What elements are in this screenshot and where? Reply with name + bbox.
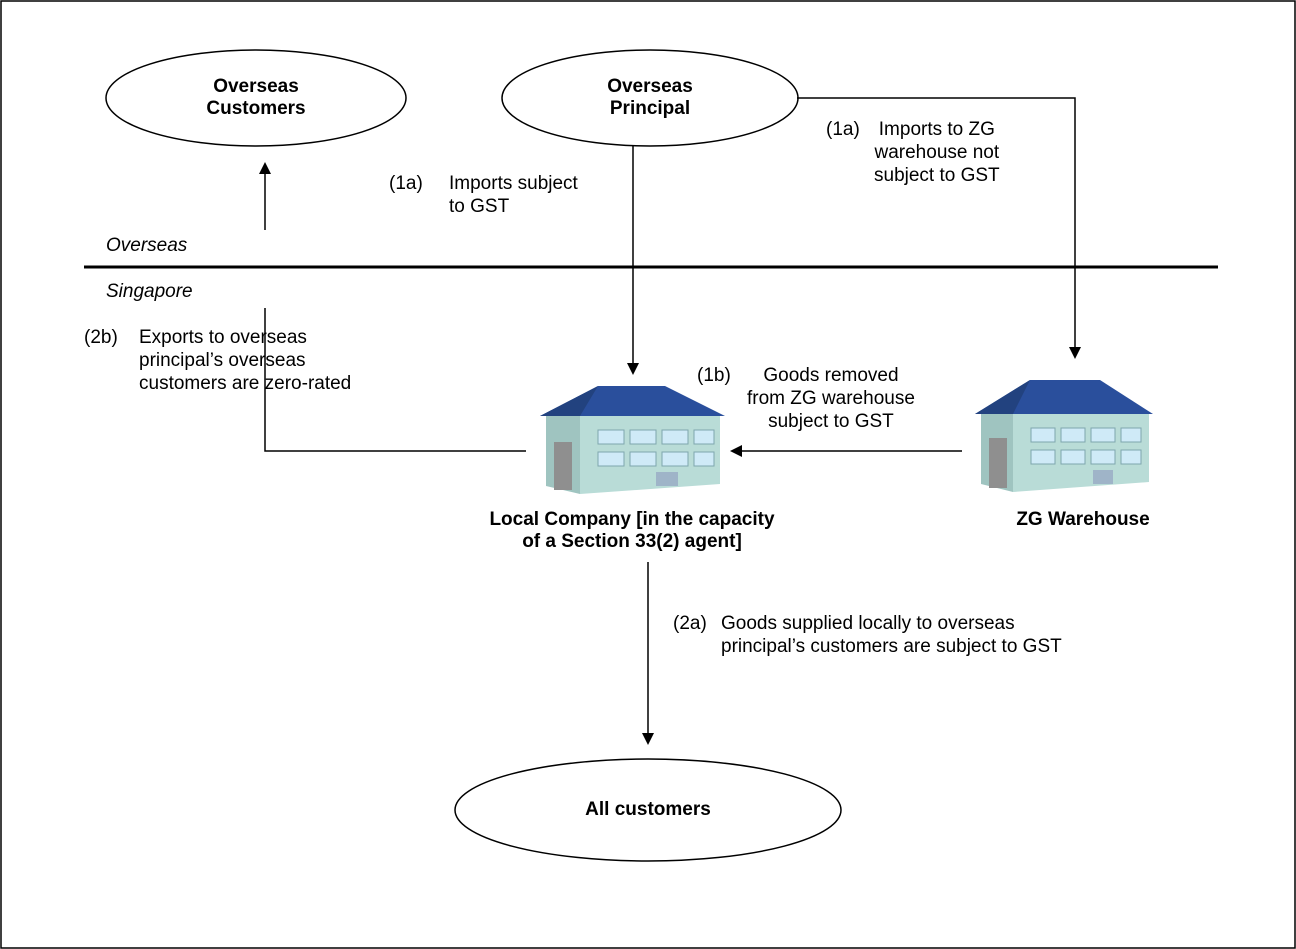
all-customers-label: All customers xyxy=(498,799,798,821)
all-customers-text: All customers xyxy=(585,799,711,820)
local-company-line2: of a Section 33(2) agent] xyxy=(522,531,742,552)
flow-removed-zg-line2: from ZG warehouse xyxy=(747,388,915,409)
flow-exports-code: (2b) xyxy=(84,327,118,348)
flow-local-supply-line2: principal’s customers are subject to GST xyxy=(721,636,1062,657)
flow-removed-zg-code: (1b) xyxy=(697,365,731,386)
local-company-building-icon xyxy=(540,386,725,494)
flow-imports-zg-line3: subject to GST xyxy=(874,165,1000,186)
overseas-customers-line1: Overseas xyxy=(213,76,299,97)
zg-warehouse-label: ZG Warehouse xyxy=(988,509,1178,531)
flow-imports-gst-line1: Imports subject xyxy=(449,173,578,194)
flow-removed-zg-label: (1b) Goods removed from ZG warehouse sub… xyxy=(697,364,915,433)
flow-imports-zg-label: (1a) Imports to ZG warehouse not subject… xyxy=(826,118,1000,187)
flow-removed-zg-line1: Goods removed xyxy=(763,365,899,386)
arrow-exports xyxy=(264,308,526,452)
overseas-principal-line1: Overseas xyxy=(607,76,693,97)
flow-imports-gst-code: (1a) xyxy=(389,173,423,194)
flow-imports-gst-label: (1a) Imports subject to GST xyxy=(389,172,578,218)
overseas-customers-line2: Customers xyxy=(206,98,306,119)
local-company-line1: Local Company [in the capacity xyxy=(489,509,775,530)
flow-imports-gst-line2: to GST xyxy=(449,196,510,217)
local-company-label: Local Company [in the capacity of a Sect… xyxy=(432,509,832,553)
zg-warehouse-building-icon xyxy=(975,380,1153,492)
overseas-customers-ellipse xyxy=(105,49,407,147)
flow-removed-zg-line3: subject to GST xyxy=(768,411,894,432)
flow-imports-zg-line2: warehouse not xyxy=(874,142,1000,163)
zg-warehouse-text: ZG Warehouse xyxy=(1016,509,1150,530)
flow-exports-line3: customers are zero-rated xyxy=(139,373,352,394)
flow-imports-zg-code: (1a) xyxy=(826,119,860,140)
overseas-principal-line2: Principal xyxy=(609,98,691,119)
flow-local-supply-code: (2a) xyxy=(673,613,707,634)
flow-imports-zg-line1: Imports to ZG xyxy=(878,119,995,140)
flow-exports-label: (2b) Exports to overseas principal’s ove… xyxy=(84,326,351,395)
flow-local-supply-label: (2a) Goods supplied locally to overseas … xyxy=(673,612,1062,658)
region-overseas-label: Overseas xyxy=(106,235,188,256)
flow-exports-line2: principal’s overseas xyxy=(139,350,306,371)
overseas-customers-label: Overseas Customers xyxy=(156,76,356,120)
arrow-imports-zg xyxy=(797,97,1081,359)
overseas-principal-label: Overseas Principal xyxy=(550,76,750,120)
flow-local-supply-line1: Goods supplied locally to overseas xyxy=(721,613,1015,634)
flow-exports-line1: Exports to overseas xyxy=(139,327,307,348)
all-customers-ellipse xyxy=(454,758,842,862)
region-singapore-label: Singapore xyxy=(106,281,193,302)
